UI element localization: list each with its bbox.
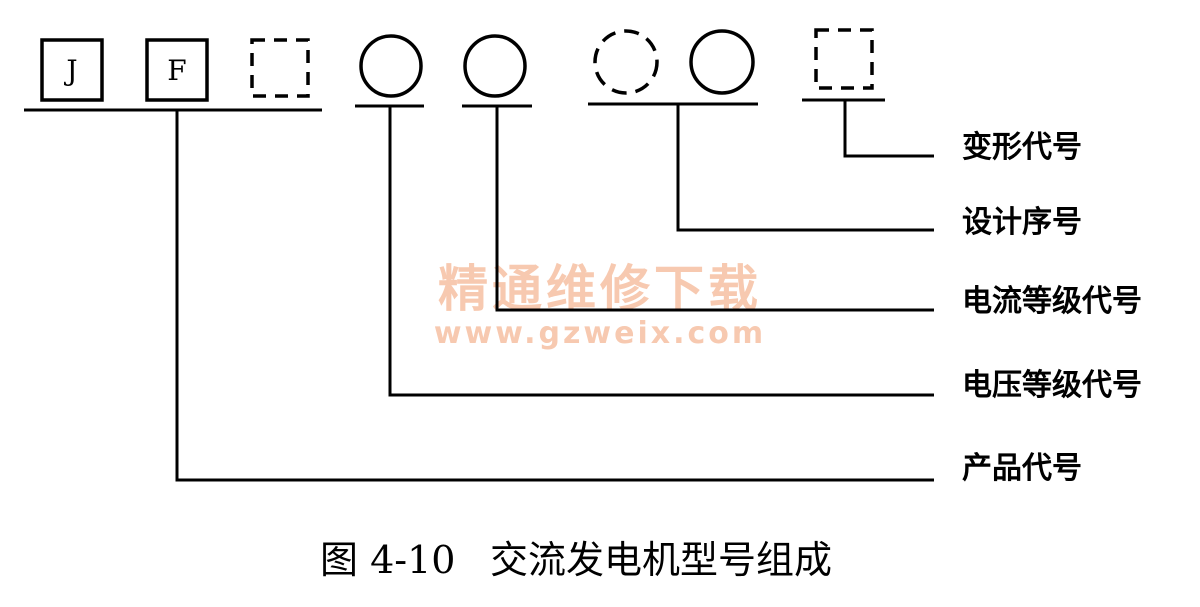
variant-code-leader [843, 100, 934, 158]
letter-f: F [167, 54, 186, 87]
current-grade-circle [463, 34, 527, 98]
voltage-grade-leader [388, 106, 934, 397]
letter-j: J [63, 54, 77, 87]
solid-box [40, 38, 104, 102]
solid-box [145, 38, 209, 102]
product-code-leader [175, 110, 934, 482]
optional-design-serial-dashed-circle [593, 29, 659, 95]
watermark-text: 精通维修下载 [438, 260, 762, 318]
variant-code-dashed-box [814, 28, 874, 90]
label-current-grade-code: 电流等级代号 [962, 284, 1142, 319]
design-serial-circle [689, 29, 755, 95]
design-serial-leader [676, 104, 934, 232]
product-code-letter-f-box: F [145, 38, 209, 102]
optional-product-code-dashed-box [250, 38, 310, 98]
voltage-grade-circle [359, 34, 423, 98]
label-variant-code: 变形代号 [962, 130, 1082, 165]
current-grade-leader [495, 106, 934, 312]
figure-number: 图 4-10 [320, 538, 455, 582]
label-voltage-grade-code: 电压等级代号 [962, 368, 1142, 403]
watermark-url: www.gzweix.com [434, 316, 766, 351]
product-code-letter-j-box: J [40, 38, 104, 102]
label-design-serial: 设计序号 [962, 205, 1082, 240]
label-product-code: 产品代号 [962, 451, 1082, 486]
figure-title: 交流发电机型号组成 [490, 538, 832, 582]
